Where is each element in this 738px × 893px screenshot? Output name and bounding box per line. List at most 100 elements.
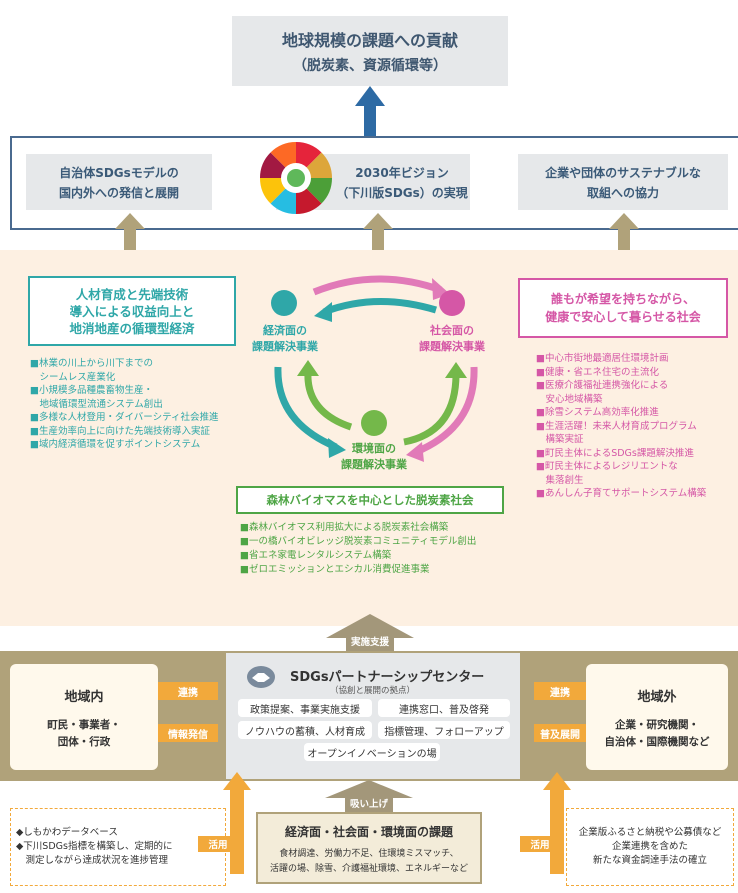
left-use-tag: 活用: [198, 836, 238, 852]
bottom-left-box: [10, 808, 226, 886]
environment-bullet: ■ゼロエミッションとエシカル消費促進事業: [240, 564, 430, 575]
economic-cycle-label: 経済面の 課題解決事業: [243, 322, 327, 354]
global-contribution-box: 地球規模の課題への貢献 （脱炭素、資源循環等）: [232, 16, 508, 86]
partnership-subtitle: （協創と展開の拠点）: [330, 686, 416, 696]
social-circle-icon: [439, 290, 465, 316]
vision-center-text: 2030年ビジョン （下川版SDGs）の実現: [334, 154, 470, 210]
external-spread-tag: 普及展開: [534, 724, 586, 742]
social-bullet: ■町民主体によるSDGs課題解決推進: [536, 447, 694, 459]
bottom-right-line1: 企業版ふるさと納税や公募債など: [578, 827, 722, 838]
environment-circle-icon: [361, 410, 387, 436]
external-region-line2: 自治体・国際機関など: [604, 735, 710, 748]
social-bullet: 集落創生: [536, 474, 584, 486]
handshake-icon: [247, 666, 275, 688]
up-arrow-icon: [355, 86, 385, 136]
bottom-left-bullet: ◆しもかわデータベース: [16, 827, 118, 838]
social-bullet: ■医療介護福祉連携強化による: [536, 380, 669, 391]
bottom-left-bullet: 測定しながら達成状況を進捗管理: [16, 855, 169, 866]
bottom-right-box: 企業版ふるさと納税や公募債など 企業連携を含めた 新たな資金調達手法の確立: [566, 808, 734, 886]
vision-center-line1: 2030年ビジョン: [355, 165, 449, 180]
right-orange-arrow-icon: [543, 772, 571, 790]
economic-title-line3: 地消地産の循環型経済: [69, 320, 195, 336]
environment-bullets: ■森林バイオマス利用拡大による脱炭素社会構築 ■一の橋バイオビレッジ脱炭素コミュ…: [240, 521, 476, 577]
social-bullet: ■町民主体によるレジリエントな: [536, 461, 678, 472]
environment-bullet: ■森林バイオマス利用拡大による脱炭素社会構築: [240, 522, 449, 533]
social-title-line1: 誰もが希望を持ちながら、: [550, 292, 695, 306]
economic-bullet: ■小規模多品種農畜物生産・: [30, 385, 153, 396]
up-arrow-left-icon: [115, 213, 145, 251]
lift-up-label-text: 吸い上げ: [349, 799, 388, 810]
economic-cycle-label-2: 課題解決事業: [252, 340, 318, 353]
sdgs-wheel-icon: [259, 141, 333, 215]
economic-title-line2: 導入による収益向上と: [69, 303, 195, 319]
global-contribution-title: 地球規模の課題への貢献: [281, 31, 458, 50]
vision-left-line2: 国内外への発信と展開: [58, 185, 179, 200]
social-bullet: ■健康・省エネ住宅の主流化: [536, 366, 659, 378]
up-arrow-center-icon: [363, 213, 393, 251]
support-arrow-icon: [326, 614, 414, 654]
vision-center-line2: （下川版SDGs）の実現: [336, 185, 468, 200]
social-bullet: 安心地域構築: [536, 393, 603, 405]
external-region-line1: 企業・研究機関・: [615, 718, 699, 731]
local-region-title: 地域内: [64, 689, 104, 705]
economic-title-line1: 人材育成と先端技術: [75, 286, 189, 302]
social-bullets: ■中心市街地最適居住環境計画 ■健康・省エネ住宅の主流化 ■医療介護福祉連携強化…: [536, 352, 706, 501]
environment-cycle-label-2: 課題解決事業: [341, 458, 407, 471]
vision-left-box: 自治体SDGsモデルの 国内外への発信と展開: [26, 154, 212, 210]
global-contribution-subtitle: （脱炭素、資源循環等）: [293, 58, 447, 74]
local-link-tag: 連携: [158, 682, 218, 700]
vision-right-line2: 取組への協力: [586, 185, 659, 200]
pill-policy: 政策提案、事業実施支援: [238, 699, 372, 717]
social-bullet: ■あんしん子育てサポートシステム構築: [536, 488, 707, 499]
environment-bullet: ■一の橋バイオビレッジ脱炭素コミュニティモデル創出: [240, 536, 477, 547]
economic-bullets: ■林業の川上から川下までの シームレス産業化 ■小規模多品種農畜物生産・ 地域循…: [30, 357, 219, 452]
external-link-tag: 連携: [534, 682, 586, 700]
local-info-tag: 情報発信: [158, 724, 218, 742]
economic-bullet: シームレス産業化: [30, 371, 116, 383]
environment-bullet: ■省エネ家電レンタルシステム構築: [240, 550, 392, 561]
external-region-box: 地域外 企業・研究機関・ 自治体・国際機関など: [586, 664, 728, 770]
economic-bullet: ■生産効率向上に向けた先端技術導入実証: [30, 425, 210, 437]
pill-indicator: 指標管理、フォローアップ: [378, 721, 510, 739]
environment-cycle-label-1: 環境面の: [352, 442, 396, 455]
external-region-title: 地域外: [637, 689, 677, 705]
support-label-text: 実施支援: [350, 637, 389, 648]
vision-right-line1: 企業や団体のサステナブルな: [545, 165, 701, 180]
pill-liaison: 連携窓口、普及啓発: [378, 699, 510, 717]
left-orange-connector: [230, 782, 244, 874]
local-region-box: 地域内 町民・事業者・ 団体・行政: [10, 664, 158, 770]
lift-up-label: 吸い上げ: [323, 795, 415, 811]
environment-cycle-label: 環境面の 課題解決事業: [332, 440, 416, 472]
partnership-title: SDGsパートナーシップセンター: [290, 670, 485, 685]
bottom-right-line2: 企業連携を含めた: [611, 841, 688, 852]
right-use-tag: 活用: [520, 836, 560, 852]
social-cycle-label-1: 社会面の: [430, 324, 474, 337]
economic-title-box: 人材育成と先端技術 導入による収益向上と 地消地産の循環型経済: [28, 276, 236, 346]
social-cycle-label-2: 課題解決事業: [419, 340, 485, 353]
social-bullet: ■中心市街地最適居住環境計画: [536, 353, 669, 364]
bottom-center-line2: 活躍の場、除雪、介護福祉環境、エネルギーなど: [269, 863, 468, 874]
up-arrow-right-icon: [609, 213, 639, 251]
environment-title-box: 森林バイオマスを中心とした脱炭素社会: [236, 486, 504, 514]
social-bullet: ■生涯活躍！未来人材育成プログラム: [536, 420, 697, 432]
vision-right-box: 企業や団体のサステナブルな 取組への協力: [518, 154, 728, 210]
economic-bullet: ■域内経済循環を促すポイントシステム: [30, 439, 201, 450]
social-title-line2: 健康で安心して暮らせる社会: [545, 310, 701, 324]
economic-bullet: 地域循環型流通システム創出: [30, 398, 163, 410]
lift-up-arrow-icon: [325, 780, 413, 812]
vision-left-line1: 自治体SDGsモデルの: [59, 165, 179, 180]
bottom-center-title: 経済面・社会面・環境面の課題: [284, 824, 453, 839]
local-region-line1: 町民・事業者・: [47, 718, 121, 731]
economic-bullet: ■林業の川上から川下までの: [30, 358, 153, 369]
social-cycle-label: 社会面の 課題解決事業: [410, 322, 494, 354]
support-label: 実施支援: [322, 630, 418, 652]
local-region-line2: 団体・行政: [57, 735, 111, 748]
bottom-center-line1: 食材調達、労働力不足、住環境ミスマッチ、: [279, 848, 459, 859]
right-orange-connector: [550, 782, 564, 874]
bottom-right-line3: 新たな資金調達手法の確立: [592, 855, 707, 866]
bottom-left-bullets: ◆しもかわデータベース ◆下川SDGs指標を構築し、定期的に 測定しながら達成状…: [16, 826, 172, 868]
left-orange-arrow-icon: [223, 772, 251, 790]
economic-cycle-label-1: 経済面の: [263, 324, 307, 337]
social-bullet: ■除雪システム高効率化推進: [536, 407, 659, 418]
social-title-box: 誰もが希望を持ちながら、 健康で安心して暮らせる社会: [518, 278, 728, 338]
